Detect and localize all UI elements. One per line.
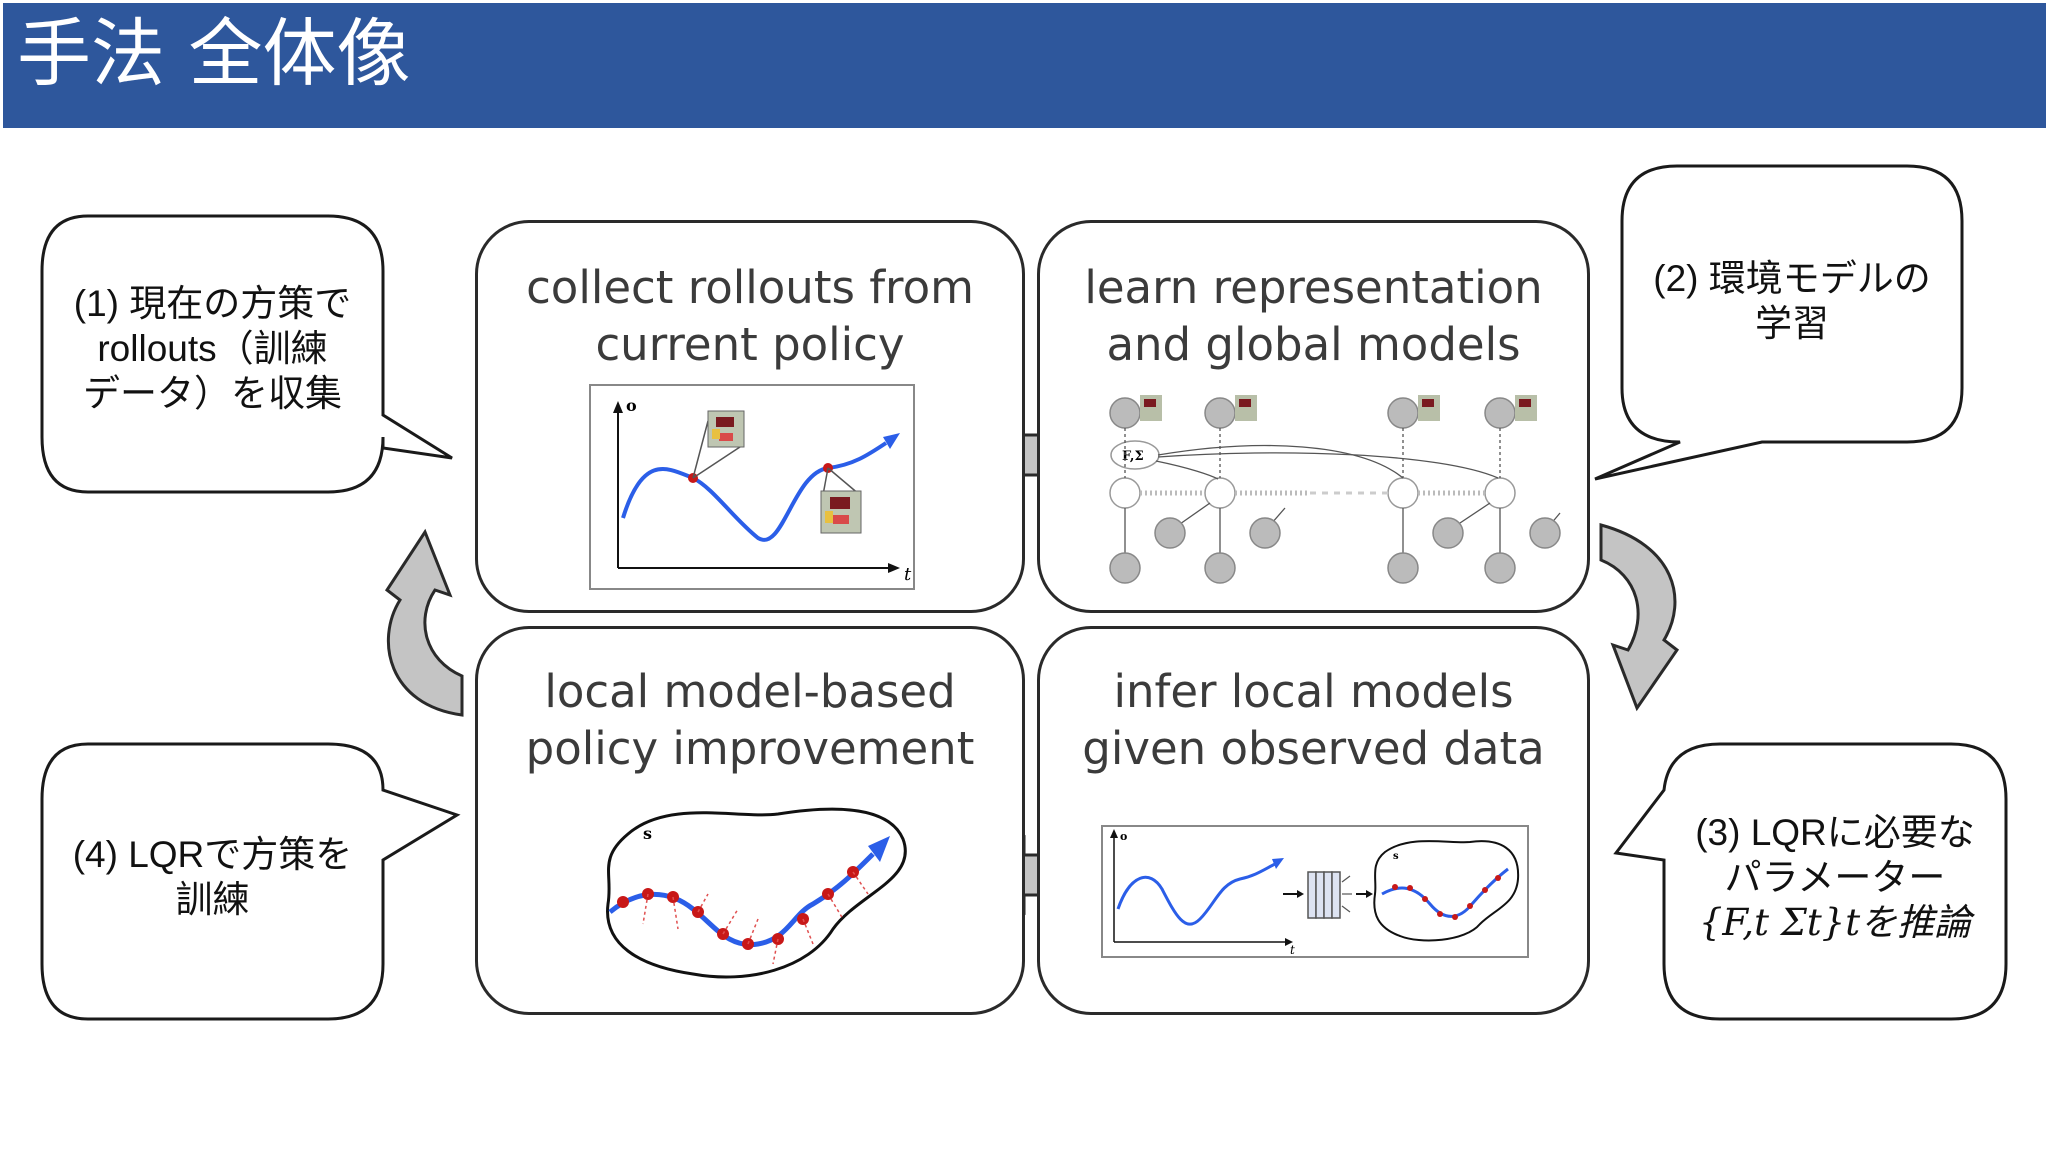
callout-text-1: (1) 現在の方策で rollouts（訓練 データ）を収集 xyxy=(42,281,383,416)
params-label: F,Σ xyxy=(1122,449,1144,464)
infer-axis-label-t: t xyxy=(1290,943,1295,957)
callout-4-line1: (4) LQRで方策を xyxy=(72,834,353,875)
panel-learn-title-line2: and global models xyxy=(1106,318,1521,371)
callout-bubble-4 xyxy=(40,742,461,1021)
arrow-curved-down xyxy=(1599,523,1680,712)
callout-bubble-1 xyxy=(40,214,453,494)
panel-infer-models: infer local models given observed data o… xyxy=(1037,626,1590,1015)
robot-images xyxy=(1140,395,1537,421)
cost-nodes xyxy=(1109,552,1516,584)
panel-improve-title-line1: local model-based xyxy=(544,665,956,718)
policy-update-arrows xyxy=(642,871,869,965)
rollout-curve xyxy=(621,441,888,542)
local-model-blob xyxy=(1373,840,1520,942)
panel-infer-title-line1: infer local models xyxy=(1113,665,1514,718)
callout-2-line1: (2) 環境モデルの xyxy=(1653,258,1931,299)
panel-collect-title-line1: collect rollouts from xyxy=(526,261,974,314)
callout-3-line2: パラメーター xyxy=(1724,857,1946,898)
arrow-curved-up xyxy=(384,528,464,717)
panel-collect-title-line2: current policy xyxy=(595,318,905,371)
state-space-trajectory: s xyxy=(606,807,907,979)
neural-net-icon xyxy=(1307,871,1341,919)
panel-infer-title-line2: given observed data xyxy=(1082,722,1545,775)
title-bar: 手法 全体像 xyxy=(3,3,2046,128)
callout-3-line3: {F,t Σt}tを推論 xyxy=(1698,901,1972,944)
panel-collect-rollouts: collect rollouts from current policy o t xyxy=(475,220,1025,613)
axis-label-o: o xyxy=(626,396,637,415)
callout-text-2: (2) 環境モデルの 学習 xyxy=(1622,256,1962,346)
observed-curve xyxy=(1116,862,1276,926)
callout-text-4: (4) LQRで方策を 訓練 xyxy=(42,832,383,922)
callout-3-line1: (3) LQRに必要な xyxy=(1695,812,1975,853)
rollout-plot: o t xyxy=(589,384,915,590)
local-model-label: s xyxy=(1393,851,1399,862)
callout-text-3: (3) LQRに必要な パラメーター {F,t Σt}tを推論 xyxy=(1664,810,2006,945)
trajectory-arrowhead xyxy=(868,836,890,862)
callout-bubble-3 xyxy=(1613,742,2008,1021)
inference-figure: o t s xyxy=(1101,825,1529,958)
callout-1-line1: (1) 現在の方策で xyxy=(73,283,352,324)
callout-1-line3: データ）を収集 xyxy=(83,373,342,414)
action-nodes xyxy=(1154,517,1561,549)
dependency-edges xyxy=(1124,428,1561,555)
callout-2-line2: 学習 xyxy=(1755,303,1829,344)
local-model-points xyxy=(1392,875,1501,920)
panel-learn-title: learn representation and global models xyxy=(1040,259,1587,373)
panel-policy-improvement: local model-based policy improvement s xyxy=(475,626,1025,1015)
state-space-blob xyxy=(606,807,907,979)
panel-learn-title-line1: learn representation xyxy=(1084,261,1543,314)
state-space-label: s xyxy=(643,824,652,843)
robot-thumbnail-1 xyxy=(707,410,745,448)
state-nodes xyxy=(1109,477,1516,509)
callout-4-line2: 訓練 xyxy=(175,879,250,920)
panel-collect-title: collect rollouts from current policy xyxy=(478,259,1022,373)
infer-axis-label-o: o xyxy=(1120,830,1127,843)
panel-improve-title: local model-based policy improvement xyxy=(478,663,1022,777)
rollout-curve-arrowhead xyxy=(883,433,900,449)
slide-title: 手法 全体像 xyxy=(17,11,411,97)
observation-nodes xyxy=(1109,397,1516,429)
callout-bubble-2 xyxy=(1594,164,1964,481)
axis-label-t: t xyxy=(904,564,912,585)
panel-infer-title: infer local models given observed data xyxy=(1040,663,1587,777)
graphical-model-diagram: F,Σ xyxy=(1109,395,1561,584)
panel-improve-title-line2: policy improvement xyxy=(525,722,975,775)
panel-learn-models: learn representation and global models F… xyxy=(1037,220,1590,613)
callout-1-line2: rollouts（訓練 xyxy=(97,328,328,369)
robot-thumbnail-2 xyxy=(820,490,862,534)
